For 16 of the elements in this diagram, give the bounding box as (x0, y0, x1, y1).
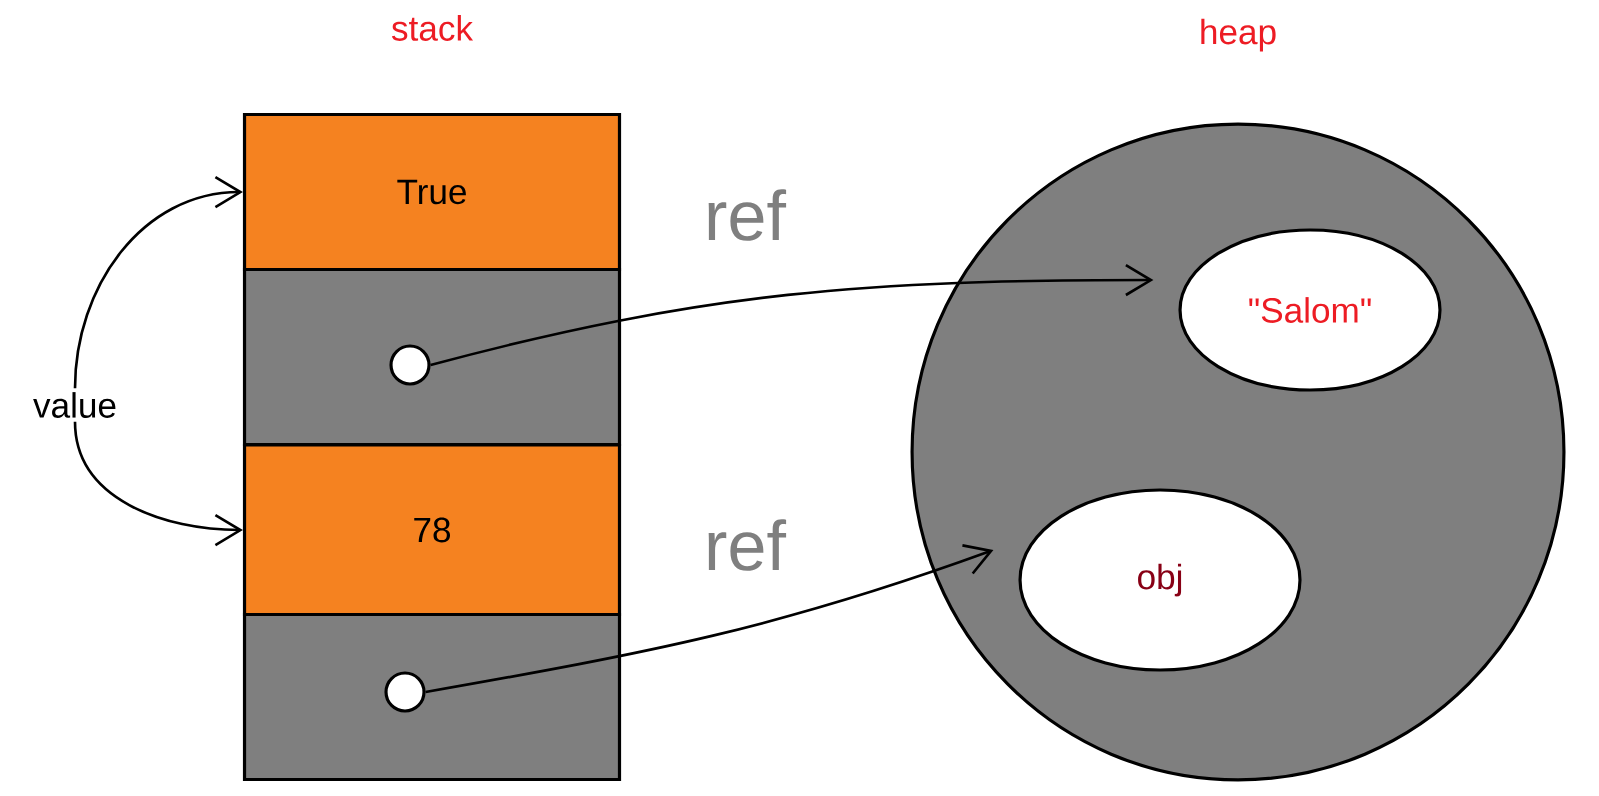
pointer-dot (389, 344, 431, 386)
value-label: value (33, 392, 116, 418)
arrow (430, 263, 1154, 367)
arrow (425, 544, 994, 694)
edge-label: ref (708, 519, 787, 571)
edge-label: ref (708, 189, 787, 241)
heap-object: "Salom" (1178, 228, 1442, 392)
stack-cell: True (242, 112, 622, 272)
node-label: stack (391, 15, 474, 41)
node-label: heap (1201, 18, 1276, 52)
arrow (73, 175, 243, 389)
stack-cell (242, 612, 622, 782)
stack-cell: 78 (242, 443, 622, 617)
pointer-dot (384, 671, 426, 713)
heap-object: obj (1018, 488, 1302, 672)
arrow (73, 421, 243, 547)
